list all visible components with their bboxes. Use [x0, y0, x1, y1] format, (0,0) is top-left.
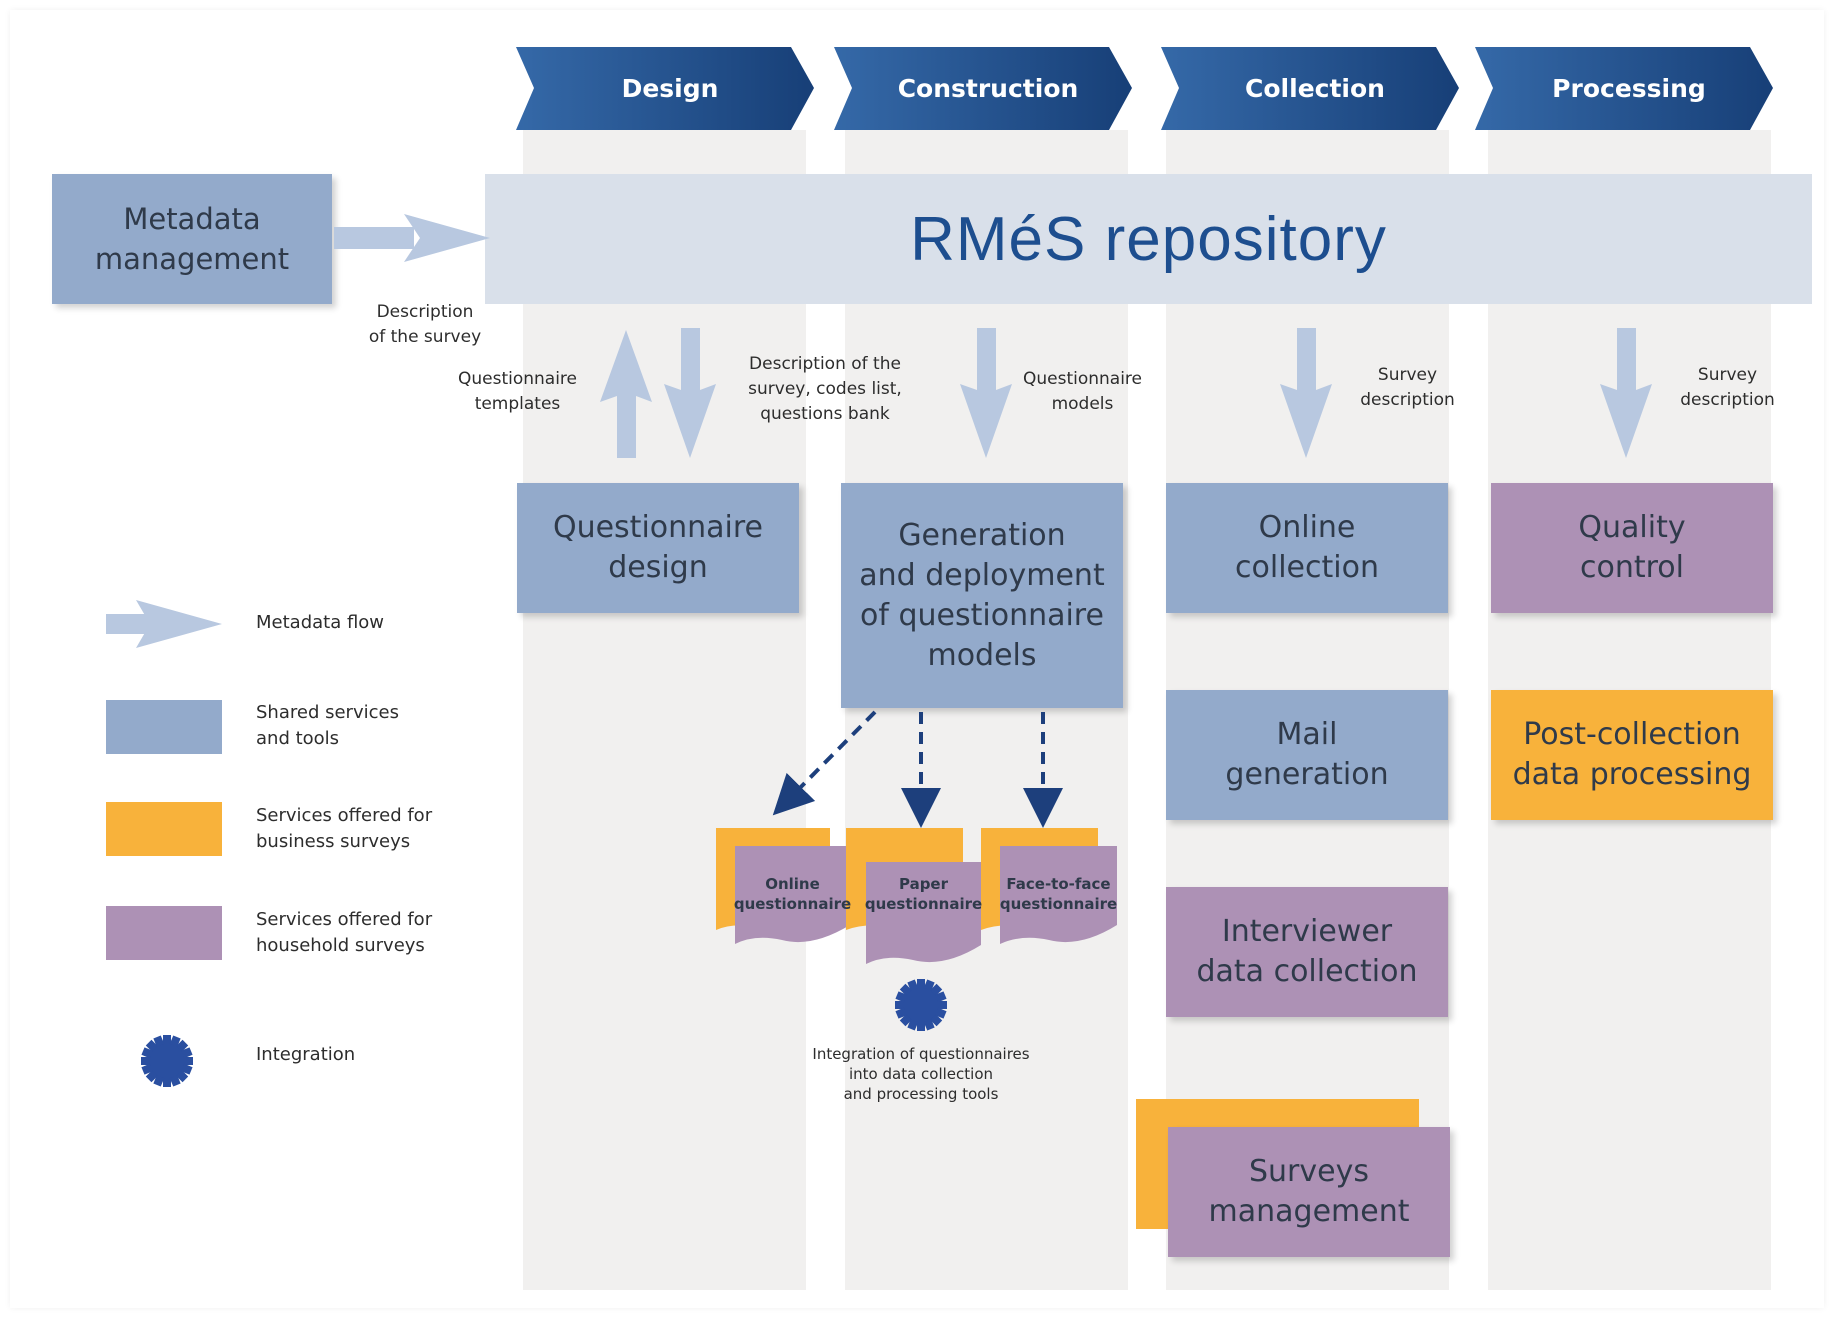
questionnaire-design-box: Questionnaire design: [517, 483, 799, 613]
flow-label-survey-description-collection: Survey description: [1360, 365, 1455, 410]
legend-household-swatch: [106, 906, 222, 960]
online-collection-box: Online collection: [1166, 483, 1448, 613]
legend-metadata-flow-label: Metadata flow: [256, 612, 385, 633]
flow-label-description-survey: Description of the survey: [368, 302, 482, 347]
legend-business-swatch: [106, 802, 222, 856]
integration-caption: Integration of questionnaires into data …: [812, 1045, 1030, 1103]
metadata-management-label: Metadata management: [94, 202, 290, 276]
questionnaire-design-label: Questionnaire design: [552, 510, 764, 585]
stage-processing: Processing: [1475, 47, 1773, 130]
chevron-shape: [1161, 47, 1459, 130]
legend-shared-swatch: [106, 700, 222, 754]
flow-label-description-codes: Description of the survey, codes list, q…: [748, 354, 902, 424]
quality-control-box: Quality control: [1491, 483, 1773, 613]
stage-construction: Construction: [834, 47, 1132, 130]
metadata-management-box: Metadata management: [52, 174, 332, 304]
stage-collection: Collection: [1161, 47, 1459, 130]
flow-label-questionnaire-templates: Questionnaire templates: [457, 369, 578, 414]
legend-household-label: Services offered for household surveys: [256, 909, 433, 956]
paper-questionnaire-label: Paper questionnaire: [864, 875, 983, 913]
stage-label: Design: [621, 74, 719, 103]
generation-deployment-label: Generation and deployment of questionnai…: [859, 517, 1105, 673]
stage-design: Design: [516, 47, 814, 130]
face-questionnaire-label: Face-to-face questionnaire: [999, 875, 1118, 913]
chevron-shape: [834, 47, 1132, 130]
quality-control-label: Quality control: [1578, 510, 1686, 585]
flow-label-questionnaire-models: Questionnaire models: [1022, 369, 1143, 414]
legend-shared-label: Shared services and tools: [256, 702, 399, 749]
surveys-management-label: Surveys management: [1208, 1154, 1410, 1229]
interviewer-collection-label: Interviewer data collection: [1196, 914, 1418, 989]
chevron-shape: [1475, 47, 1773, 130]
generation-deployment-box: Generation and deployment of questionnai…: [841, 483, 1123, 708]
column-design: [523, 130, 806, 1290]
rmes-repository: RMéS repository: [485, 174, 1812, 304]
online-collection-label: Online collection: [1235, 510, 1379, 585]
stage-label: Processing: [1552, 74, 1706, 103]
post-collection-box: Post-collection data processing: [1491, 690, 1773, 820]
repository-title: RMéS repository: [910, 204, 1387, 274]
legend-business-label: Services offered for business surveys: [256, 805, 433, 852]
chevron-shape: [516, 47, 814, 130]
online-questionnaire-label: Online questionnaire: [733, 875, 852, 913]
mail-generation-box: Mail generation: [1166, 690, 1448, 820]
post-collection-label: Post-collection data processing: [1512, 717, 1752, 792]
legend-integration-label: Integration: [256, 1044, 356, 1065]
flow-label-survey-description-processing: Survey description: [1680, 365, 1775, 410]
column-construction: [845, 130, 1128, 1290]
surveys-management-box: Surveys management: [1168, 1127, 1450, 1257]
mail-generation-label: Mail generation: [1225, 717, 1389, 792]
interviewer-collection-box: Interviewer data collection: [1166, 887, 1448, 1017]
stage-label: Construction: [897, 74, 1079, 103]
stage-label: Collection: [1245, 74, 1385, 103]
